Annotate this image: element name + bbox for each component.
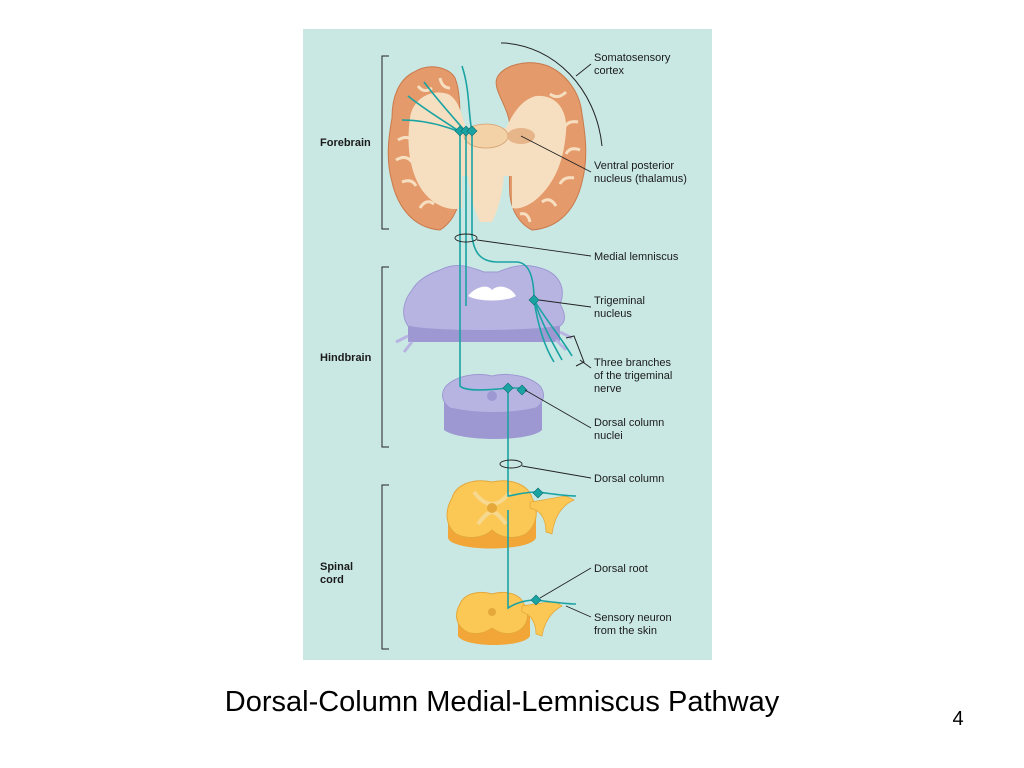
trigeminal-nucleus-label-2: nucleus	[594, 308, 632, 320]
dorsal-column-marker	[499, 459, 523, 469]
dorsal-root-label: Dorsal root	[594, 563, 648, 575]
medulla-section	[442, 373, 544, 439]
trigeminal-neuron	[528, 294, 540, 306]
spinal-section-lower	[456, 591, 563, 645]
spinal-cord-label-line-2: cord	[320, 574, 344, 586]
white-matter	[408, 92, 567, 210]
forebrain-bracket	[381, 55, 389, 230]
medial-lemniscus-marker	[454, 233, 478, 243]
leader-sensory-neuron	[565, 605, 592, 618]
three-branches-label-2: of the trigeminal	[594, 370, 672, 382]
sensory-neuron-label-1: Sensory neuron	[594, 612, 672, 624]
leader-dorsal-column	[521, 465, 592, 479]
forebrain-label: Forebrain	[320, 137, 371, 149]
leader-medial-lemniscus	[476, 239, 592, 257]
leader-ventral-posterior	[520, 135, 592, 173]
slide-title: Dorsal-Column Medial-Lemniscus Pathway	[224, 686, 780, 718]
thalamocortical-axon-3	[461, 65, 473, 133]
hindbrain-label: Hindbrain	[320, 352, 372, 364]
three-branches-label-3: nerve	[594, 383, 622, 395]
pons-side-fibers	[395, 330, 573, 353]
leader-somatosensory	[575, 63, 592, 77]
three-branches-label-1: Three branches	[594, 357, 672, 369]
cortex-neuron-3	[466, 125, 478, 137]
dorsal-column-label: Dorsal column	[594, 473, 664, 485]
medial-lemniscus-label: Medial lemniscus	[594, 251, 679, 263]
leader-dorsal-root	[539, 567, 592, 599]
brainstem-stalk	[468, 176, 504, 222]
somatosensory-cortex-label-1: Somatosensory	[594, 52, 671, 64]
thalamocortical-axon-4	[401, 119, 461, 133]
trigeminal-nucleus-label-1: Trigeminal	[594, 295, 645, 307]
spinal-cord-label-line-1: Spinal	[320, 561, 353, 573]
dorsal-column-nuclei-neuron-2	[516, 384, 528, 396]
trigeminal-branches	[533, 299, 573, 363]
thalamocortical-axon-2	[423, 81, 467, 133]
brain-coronal-section	[387, 62, 587, 231]
somatosensory-arc	[501, 42, 603, 147]
fourth-ventricle	[468, 286, 516, 301]
dorsal-column-nuclei-neuron-1	[502, 382, 514, 394]
hindbrain-bracket	[381, 266, 389, 448]
central-canal-lower	[488, 608, 496, 616]
dorsal-root-ganglion-neuron-upper	[532, 487, 544, 499]
trigeminal-branches-bracket	[565, 335, 585, 367]
dorsal-column-nuclei-label-2: nuclei	[594, 430, 623, 442]
slide-number: 4	[952, 708, 964, 730]
central-canal-upper	[487, 503, 497, 513]
leader-three-branches	[579, 359, 592, 369]
cortical-folds	[395, 77, 581, 223]
medial-lemniscus-tract-3	[471, 134, 535, 301]
dorsal-column-nuclei-label-1: Dorsal column	[594, 417, 664, 429]
dorsal-root-upper	[529, 495, 575, 535]
ventral-posterior-label-1: Ventral posterior	[594, 160, 674, 172]
spinal-cord-bracket	[381, 484, 389, 650]
leader-dorsal-column-nuclei	[524, 389, 592, 429]
dorsal-root-ganglion-neuron-lower	[530, 594, 542, 606]
dorsal-root-lower	[521, 601, 563, 637]
ventral-posterior-label-2: nucleus (thalamus)	[594, 173, 687, 185]
somatosensory-cortex-label-2: cortex	[594, 65, 624, 77]
neural-pathway	[401, 65, 577, 610]
sensory-neuron-label-2: from the skin	[594, 625, 657, 637]
leader-trigeminal-nucleus	[538, 299, 592, 308]
region-brackets	[381, 42, 603, 650]
pons-section	[395, 265, 573, 353]
central-canal-medulla	[487, 391, 497, 401]
leader-lines	[476, 63, 592, 618]
